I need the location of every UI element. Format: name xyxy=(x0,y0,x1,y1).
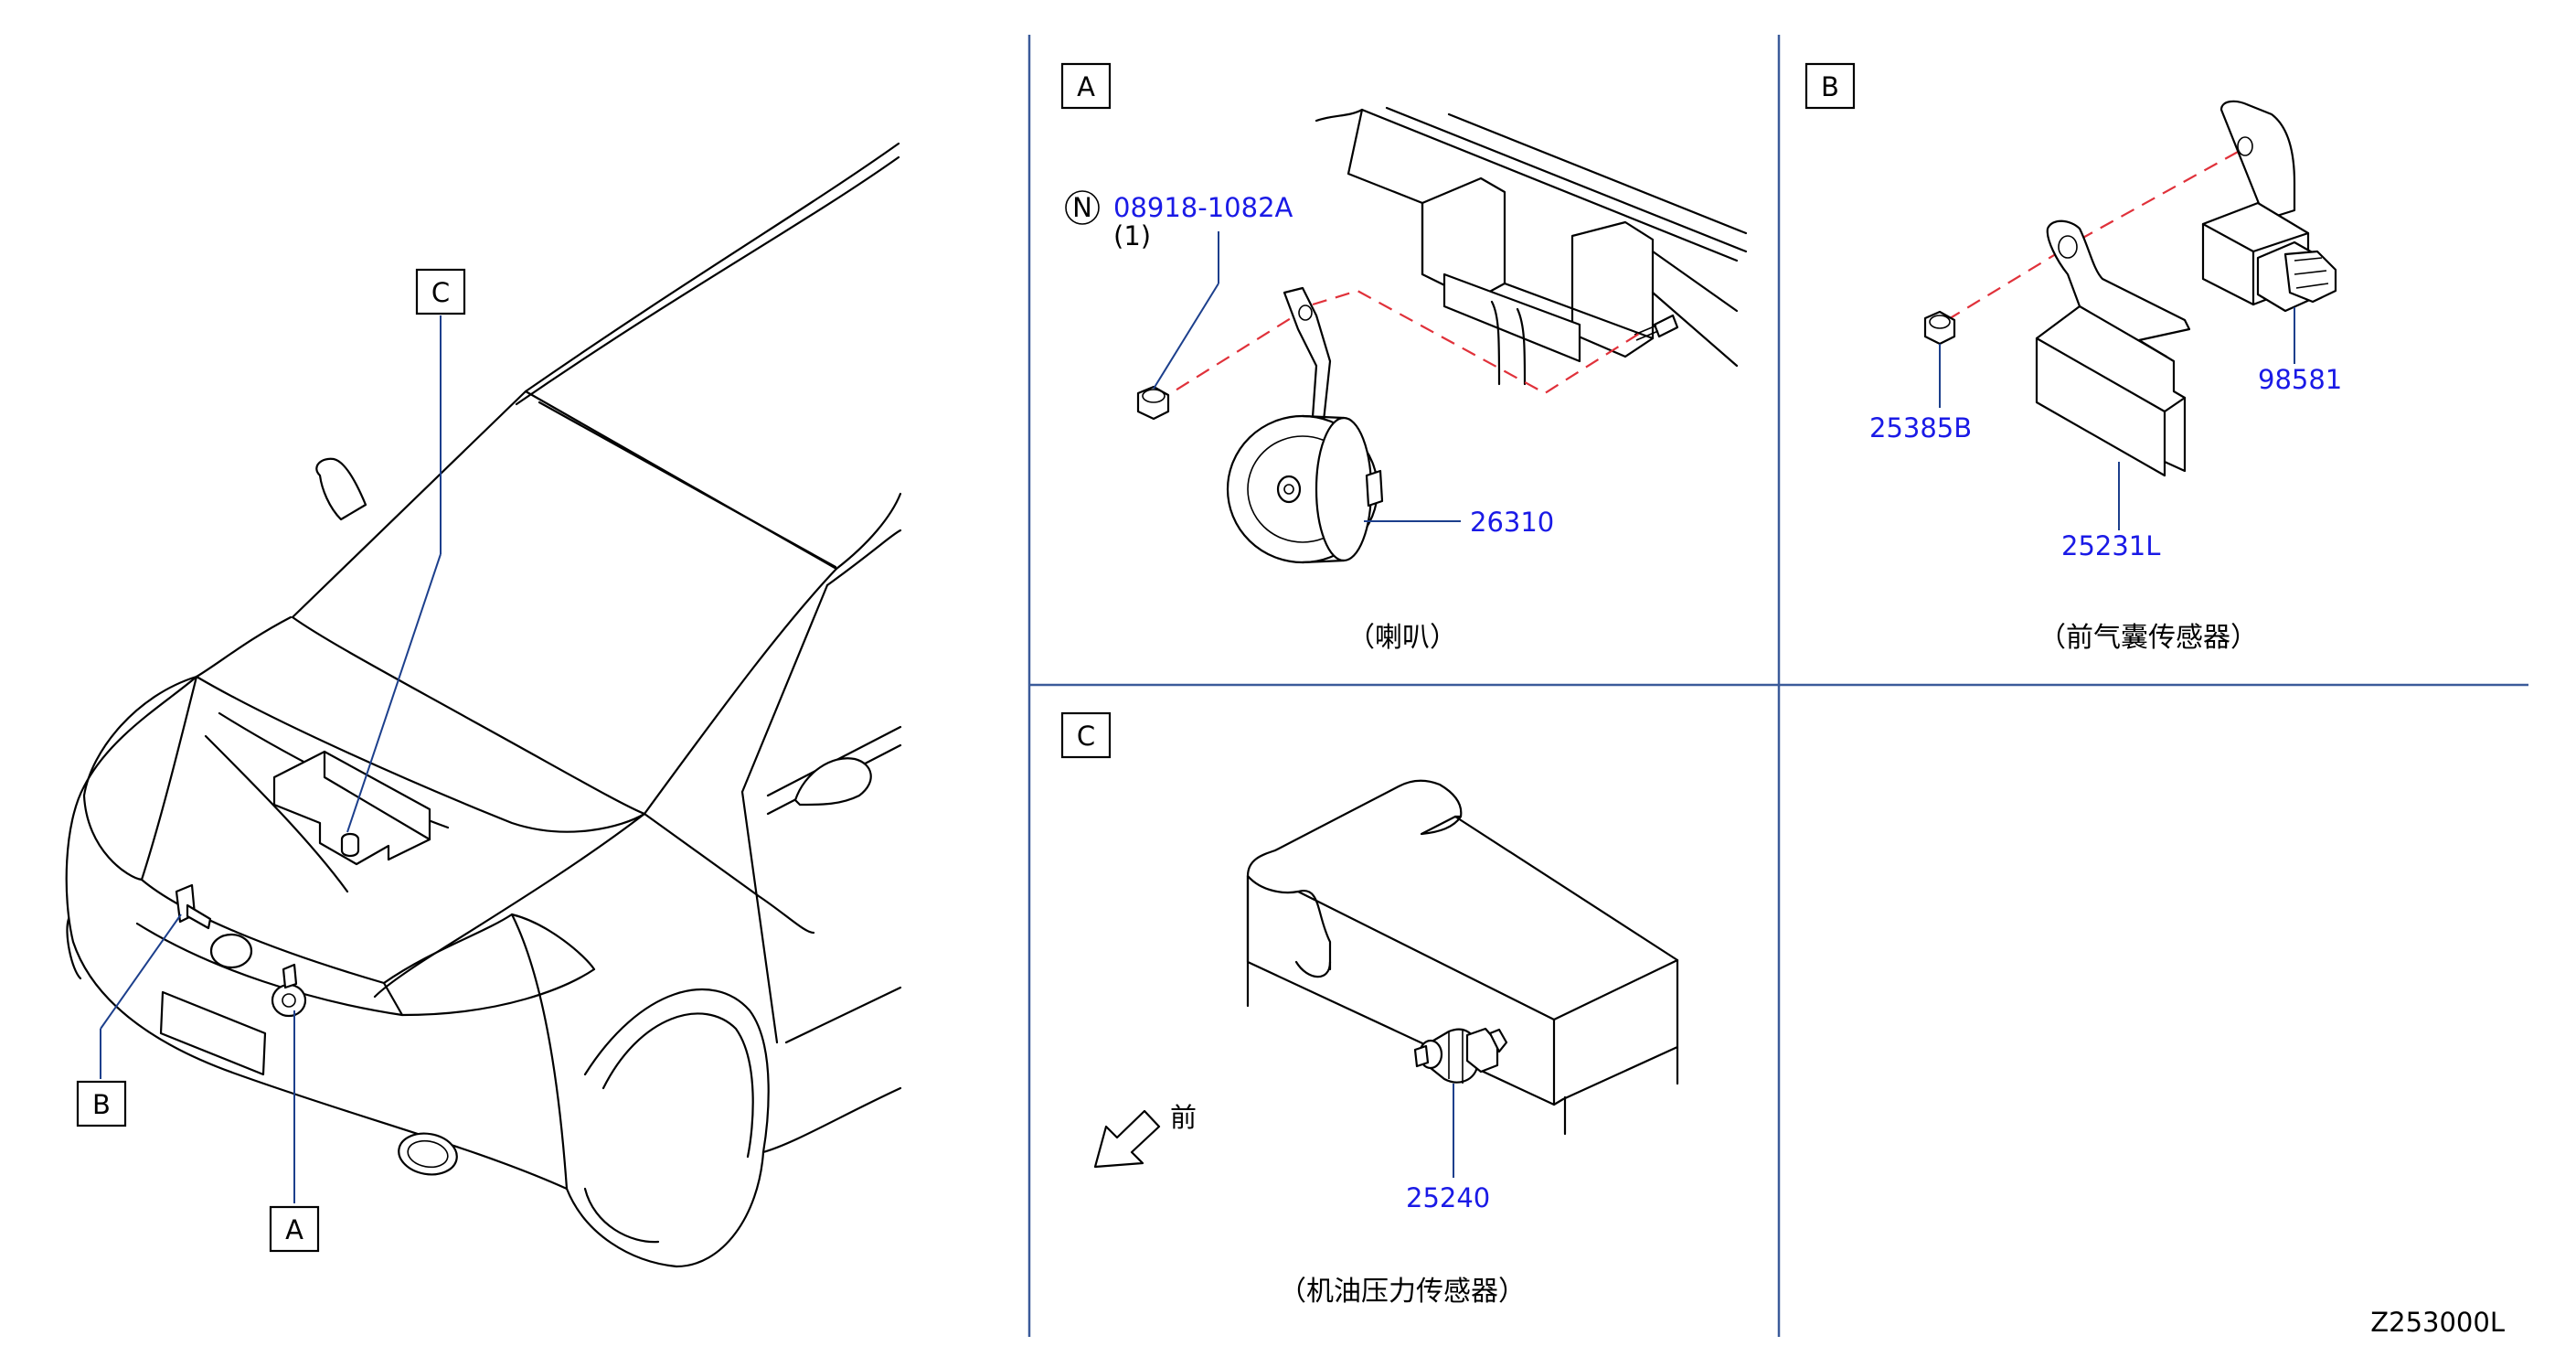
panel-B-label-box xyxy=(1804,62,1856,110)
nut-symbol: N xyxy=(1072,192,1092,223)
svg-text:C: C xyxy=(431,277,450,308)
svg-text:B: B xyxy=(92,1089,111,1120)
alignment-dashed-line-B xyxy=(1946,150,2241,321)
svg-text:C: C xyxy=(1077,721,1095,752)
part-number-26310: 26310 xyxy=(1470,507,1554,538)
car-callout-A: A xyxy=(269,1205,320,1253)
car-callout-C: C xyxy=(415,268,466,315)
front-direction-label: 前 xyxy=(1170,1102,1197,1133)
caption-horn: （喇叭） xyxy=(1347,622,1457,654)
caption-airbag-sensor: （前气囊传感器） xyxy=(2038,622,2258,654)
caption-oil-pressure-sensor: （机油压力传感器） xyxy=(1279,1276,1526,1308)
svg-text:B: B xyxy=(1821,71,1839,102)
panel-A-horn: A xyxy=(1060,62,1748,654)
leader-nut-A-diag xyxy=(1153,283,1219,390)
panel-A-label-box xyxy=(1060,62,1112,110)
svg-text:A: A xyxy=(285,1214,303,1245)
alignment-dashed-line-A xyxy=(1155,289,1643,403)
oil-pressure-switch xyxy=(1413,1027,1508,1084)
part-number-25385B: 25385B xyxy=(1869,412,1972,443)
car-sensor-marker xyxy=(175,883,212,930)
panel-B-airbag-sensor: B 25385B 2523 xyxy=(1804,62,2342,654)
bracket-nut xyxy=(1923,310,1956,346)
part-number-08918-1082A: 08918-1082A xyxy=(1113,192,1293,223)
nut-quantity: (1) xyxy=(1113,220,1151,251)
panel-C-label-box xyxy=(1060,711,1112,759)
car-overview-illustration xyxy=(65,142,902,1268)
horn-nut xyxy=(1136,385,1170,421)
horn-assembly xyxy=(1226,414,1384,564)
drawing-id: Z253000L xyxy=(2370,1307,2505,1338)
sensor-bracket xyxy=(2035,219,2191,477)
panel-C-oil-pressure-sensor: C 25240 前 （机油压力传感器） xyxy=(1060,711,1679,1308)
front-direction-arrow xyxy=(1093,1109,1161,1169)
part-number-25240: 25240 xyxy=(1406,1182,1490,1213)
leader-car-B-diag xyxy=(100,914,182,1030)
leader-car-C-diag xyxy=(346,553,442,833)
car-callout-B: B xyxy=(76,1080,127,1127)
part-number-98581: 98581 xyxy=(2258,364,2342,395)
part-number-25231L: 25231L xyxy=(2061,530,2160,561)
airbag-sensor-unit xyxy=(2201,100,2337,313)
engine-block xyxy=(1246,779,1679,1136)
car-horn-marker xyxy=(271,963,307,1018)
horn-mount-structure xyxy=(1315,106,1748,386)
svg-text:A: A xyxy=(1077,71,1095,102)
nut-symbol-circle xyxy=(1065,190,1100,225)
